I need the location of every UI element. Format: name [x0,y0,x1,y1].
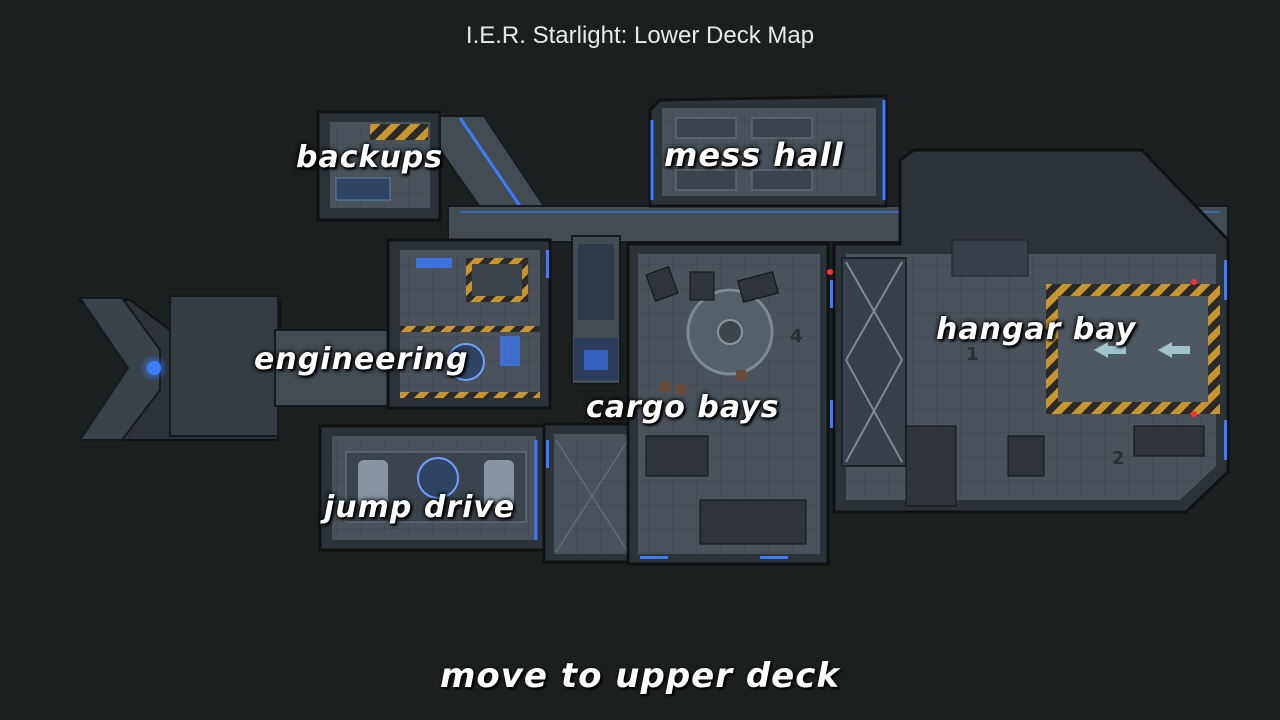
hangar-bay-room: 1 2 [827,148,1230,514]
room-label-mess-hall[interactable]: MESS HALL [664,136,844,174]
engineering-room [386,238,552,410]
thruster-section [77,295,281,441]
room-label-engineering[interactable]: ENGINEERING [254,342,469,377]
accent-lights [546,250,1227,559]
room-label-hangar-bay[interactable]: HANGAR BAY [936,312,1137,347]
room-label-backups[interactable]: BACKUPS [296,140,444,175]
room-label-cargo-bays[interactable]: CARGO BAYS [586,390,780,425]
cargo-bays-room: 4 [542,242,830,566]
hangar-floor-number-1: 1 [966,344,979,365]
engineering-corridor [274,329,396,407]
upper-deck-link[interactable]: MOVE TO UPPER DECK [439,656,840,696]
jump-drive-room [318,424,548,552]
map-title: I.E.R. Starlight: Lower Deck Map [465,22,815,49]
room-label-jump-drive[interactable]: JUMP DRIVE [324,490,516,525]
backups-room [316,110,442,222]
mess-hall-room [648,94,888,208]
upper-deck-nav[interactable]: MOVE TO UPPER DECK [0,656,1280,696]
hangar-floor-number-2: 2 [1112,448,1125,469]
cargo-floor-number: 4 [790,326,803,347]
